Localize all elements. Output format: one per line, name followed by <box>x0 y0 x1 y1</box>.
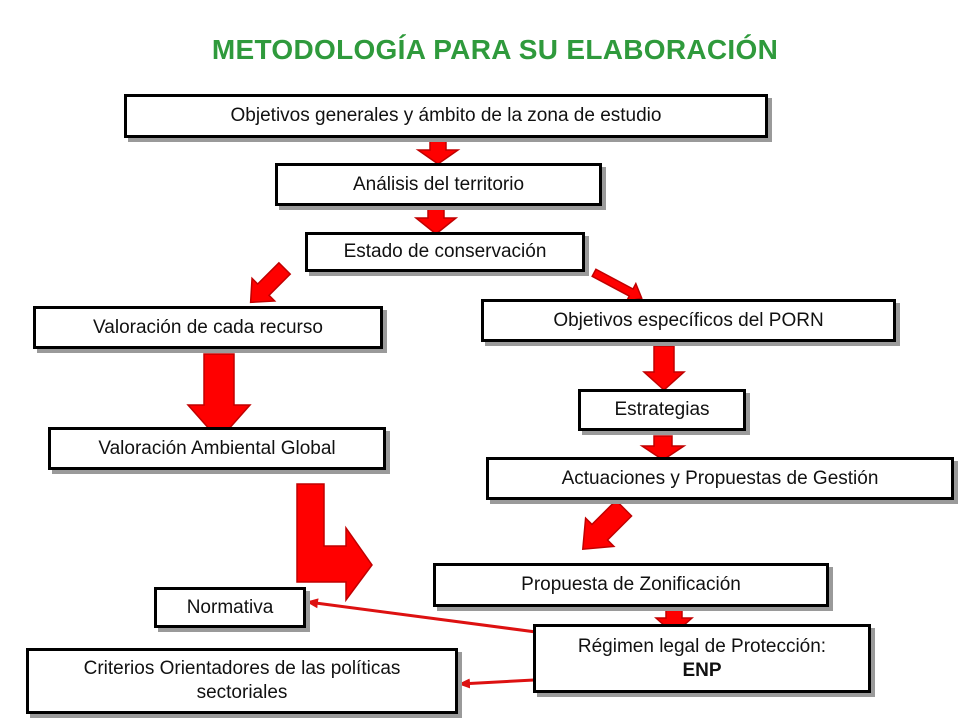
node-objetivos-especificos-label: Objetivos específicos del PORN <box>553 309 824 331</box>
arrow-valoracion-recurso-to-ambiental <box>186 353 252 442</box>
node-criterios: Criterios Orientadores de las políticas … <box>26 648 458 714</box>
node-analisis-territorio-label: Análisis del territorio <box>352 173 525 195</box>
arrow-objetivos-to-analisis <box>415 136 461 165</box>
node-regimen-legal-line2: ENP <box>682 659 722 681</box>
node-valoracion-recurso-label: Valoración de cada recurso <box>93 316 323 338</box>
arrow-ambiental-to-propuesta-bent <box>296 483 373 603</box>
node-estrategias-label: Estrategias <box>614 399 710 420</box>
node-objetivos-generales-label: Objetivos generales y ámbito de la zona … <box>230 105 662 126</box>
node-normativa-label: Normativa <box>186 596 274 618</box>
node-analisis-territorio: Análisis del territorio <box>275 163 602 206</box>
node-estrategias: Estrategias <box>578 389 746 431</box>
arrow-actuaciones-to-propuesta <box>581 499 633 551</box>
node-estado-conservacion-label: Estado de conservación <box>343 241 547 262</box>
node-valoracion-ambiental-label: Valoración Ambiental Global <box>98 437 336 459</box>
node-estado-conservacion: Estado de conservación <box>305 232 585 272</box>
node-criterios-line2: sectoriales <box>196 682 288 703</box>
arrow-estado-to-valoracion-recurso <box>249 261 292 304</box>
connector-regimen-to-criterios <box>458 678 535 689</box>
node-valoracion-recurso: Valoración de cada recurso <box>33 306 383 349</box>
node-valoracion-ambiental: Valoración Ambiental Global <box>48 427 386 470</box>
node-criterios-line1: Criterios Orientadores de las políticas <box>83 658 401 679</box>
node-regimen-legal-line1: Régimen legal de Protección: <box>577 635 827 657</box>
node-actuaciones: Actuaciones y Propuestas de Gestión <box>486 457 954 500</box>
node-propuesta-zonificacion-label: Propuesta de Zonificación <box>521 574 741 595</box>
node-objetivos-especificos: Objetivos específicos del PORN <box>481 299 896 342</box>
arrow-estrategias-to-actuaciones <box>639 435 687 461</box>
arrow-objetivos-especificos-to-estrategias <box>642 345 686 392</box>
node-objetivos-generales: Objetivos generales y ámbito de la zona … <box>124 94 768 138</box>
connector-regimen-to-normativa <box>306 598 537 634</box>
arrow-analisis-to-estado <box>413 203 459 235</box>
node-regimen-legal: Régimen legal de Protección: ENP <box>533 624 871 693</box>
diagram-title: METODOLOGÍA PARA SU ELABORACIÓN <box>211 34 779 65</box>
node-actuaciones-label: Actuaciones y Propuestas de Gestión <box>561 467 879 489</box>
node-propuesta-zonificacion: Propuesta de Zonificación <box>433 563 829 607</box>
node-normativa: Normativa <box>154 587 306 628</box>
